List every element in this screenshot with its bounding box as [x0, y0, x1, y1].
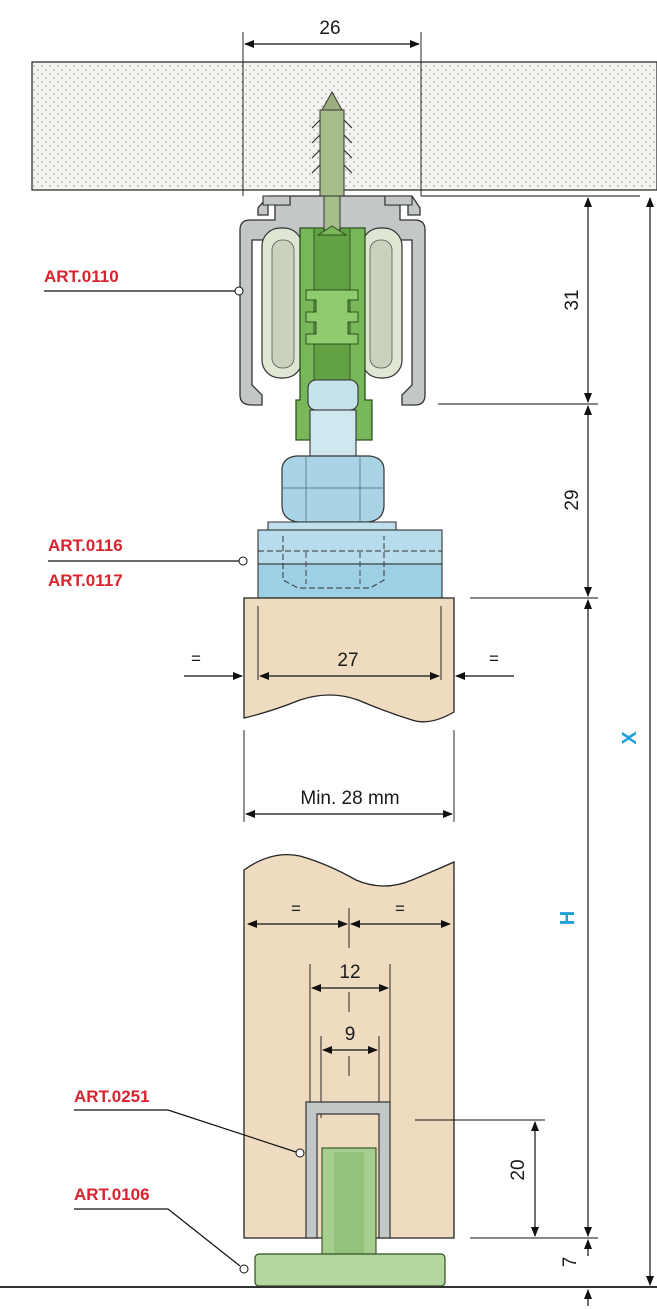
part-floor-guide-label: ART.0106 — [74, 1185, 150, 1204]
total-height-X-label: X — [619, 731, 641, 745]
bottom-channel — [305, 1101, 391, 1239]
dim-fitting-width: 27 = = — [184, 649, 514, 680]
equal-right-label: = — [489, 649, 499, 668]
dim-groove-centering: = = — [247, 899, 451, 948]
dim-right-side: 31 29 H 20 7 X — [415, 195, 654, 1306]
dim-rail-width: 26 — [242, 18, 422, 196]
dim-fitting-width-label: 27 — [337, 650, 358, 671]
ceiling-anchor — [311, 90, 353, 236]
part-plate-a-label: ART.0116 — [48, 536, 123, 555]
callout-floor-guide: ART.0106 — [74, 1185, 249, 1274]
door-panel-top — [243, 597, 455, 723]
callout-track: ART.0110 — [44, 267, 244, 296]
callout-plates: ART.0116 ART.0117 — [48, 536, 248, 590]
dim-groove-inner-label: 9 — [345, 1024, 356, 1045]
dim-rail-width-label: 26 — [319, 18, 340, 39]
floor-guide — [254, 1147, 446, 1287]
part-track-label: ART.0110 — [44, 267, 119, 286]
panel-height-H-label: H — [557, 911, 579, 925]
dim-rail-height-label: 31 — [562, 289, 583, 310]
mounting-plate — [257, 529, 443, 599]
equal-left-label: = — [191, 649, 201, 668]
dim-hanger-height-label: 29 — [562, 489, 583, 510]
dim-panel-thickness: Min. 28 mm — [243, 730, 455, 822]
callout-channel: ART.0251 — [74, 1087, 305, 1158]
equal-groove-left: = — [291, 899, 301, 918]
equal-groove-right: = — [395, 899, 405, 918]
dim-panel-thickness-label: Min. 28 mm — [300, 788, 399, 809]
hanger-bolt — [267, 409, 397, 535]
part-channel-label: ART.0251 — [74, 1087, 150, 1106]
part-plate-b-label: ART.0117 — [48, 571, 123, 590]
dim-groove-depth-label: 20 — [508, 1159, 529, 1180]
trolley-body — [295, 227, 373, 441]
dim-bottom-gap-label: 7 — [560, 1257, 581, 1268]
dim-groove-outer: 12 — [309, 962, 391, 1118]
dim-groove-outer-label: 12 — [339, 962, 360, 983]
